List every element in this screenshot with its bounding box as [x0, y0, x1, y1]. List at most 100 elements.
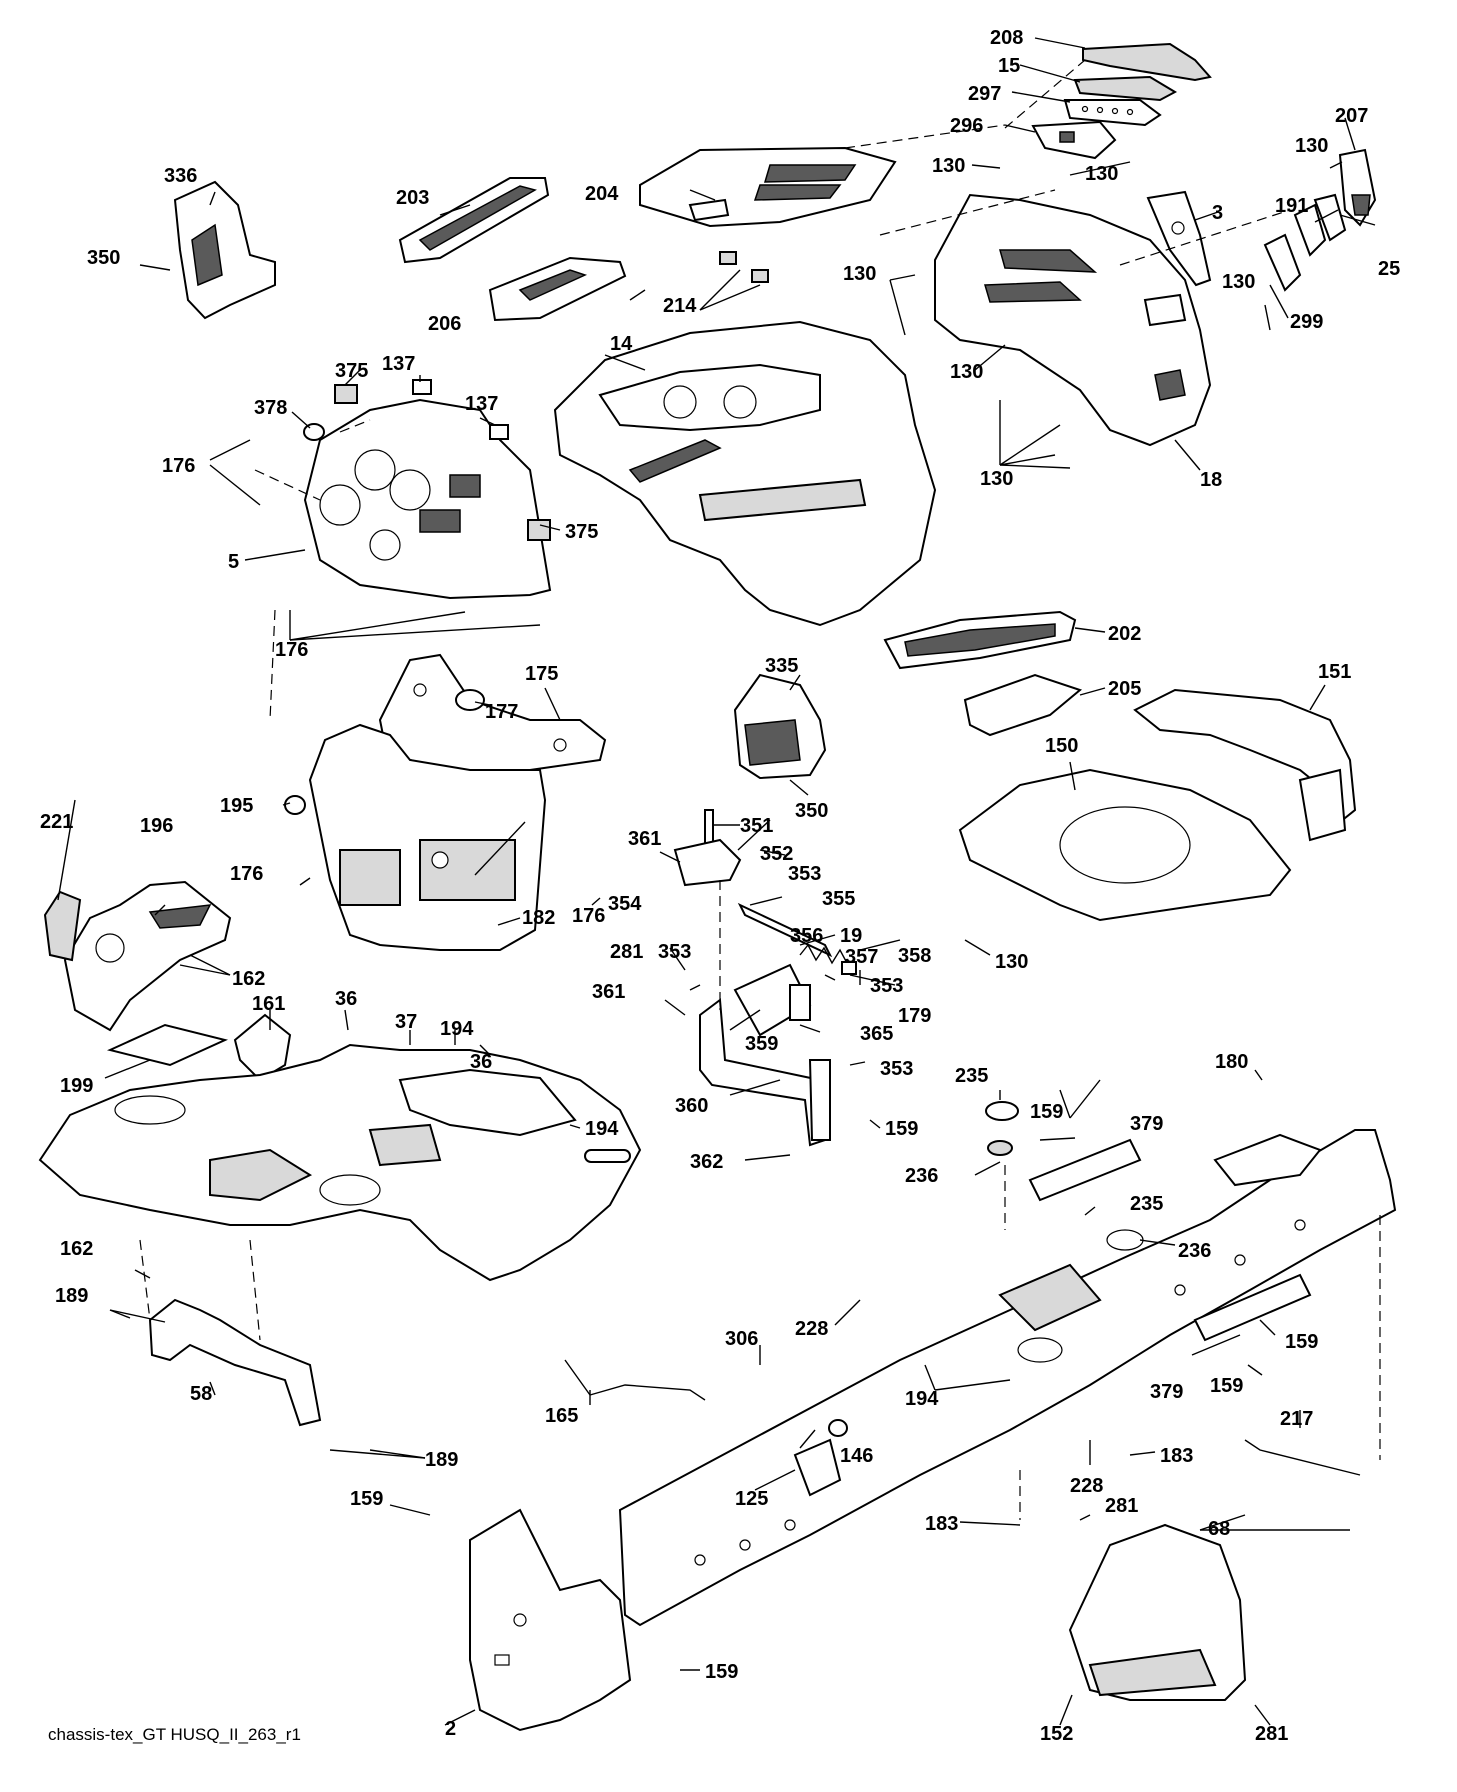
- callout-351: 351: [740, 815, 773, 837]
- callout-375-b: 375: [565, 521, 598, 543]
- callout-202: 202: [1108, 623, 1141, 645]
- callout-207: 207: [1335, 105, 1368, 127]
- callout-354: 354: [608, 893, 642, 915]
- callout-159-f: 159: [705, 1661, 738, 1683]
- callout-14: 14: [610, 333, 633, 355]
- callout-194-a: 194: [440, 1018, 474, 1040]
- part-352-bracket: [673, 838, 742, 887]
- callout-203: 203: [396, 187, 429, 209]
- callout-335: 335: [765, 655, 798, 677]
- part-2-rear-plate: [469, 1508, 632, 1732]
- part-217-rod: [1244, 1439, 1361, 1476]
- callout-159-c: 159: [1285, 1331, 1318, 1353]
- callout-221: 221: [40, 811, 73, 833]
- callout-182: 182: [522, 907, 555, 929]
- callout-130-g: 130: [980, 468, 1013, 490]
- callout-130-b: 130: [1085, 163, 1118, 185]
- part-378-plug: [303, 423, 325, 441]
- callout-205: 205: [1108, 678, 1141, 700]
- callout-159-a: 159: [1030, 1101, 1063, 1123]
- callout-379-b: 379: [1150, 1381, 1183, 1403]
- part-358-block: [841, 961, 857, 975]
- callout-236-b: 236: [1178, 1240, 1211, 1262]
- part-196-fender-console: [63, 880, 232, 1032]
- callout-176-c: 176: [230, 863, 263, 885]
- callout-378: 378: [254, 397, 287, 419]
- callout-199: 199: [60, 1075, 93, 1097]
- callout-353-a: 353: [788, 863, 821, 885]
- part-236-bushing: [987, 1140, 1013, 1156]
- part-191-bracket: [1293, 203, 1327, 257]
- callout-356: 356: [790, 925, 823, 947]
- part-15-lens: [1073, 75, 1178, 102]
- part-203-trim: [398, 177, 550, 264]
- callout-350-b: 350: [795, 800, 828, 822]
- callout-176-a: 176: [162, 455, 195, 477]
- callout-196: 196: [140, 815, 173, 837]
- callout-357: 357: [845, 946, 878, 968]
- callout-162-b: 162: [60, 1238, 93, 1260]
- callout-183-a: 183: [1160, 1445, 1193, 1467]
- part-150-pan: [958, 768, 1292, 922]
- callout-177: 177: [485, 701, 518, 723]
- callout-19: 19: [840, 925, 862, 947]
- callout-152: 152: [1040, 1723, 1073, 1745]
- part-207-bracket: [1338, 148, 1377, 227]
- part-152-seat-bracket: [1068, 1523, 1247, 1701]
- callout-15: 15: [998, 55, 1020, 77]
- part-195-plug: [284, 795, 306, 815]
- part-146-plug: [828, 1419, 848, 1437]
- callout-208: 208: [990, 27, 1023, 49]
- callout-125: 125: [735, 1488, 768, 1510]
- callout-146: 146: [840, 1445, 873, 1467]
- part-214-clips: [719, 251, 769, 283]
- callout-353-b: 353: [658, 941, 691, 963]
- callout-130-e: 130: [843, 263, 876, 285]
- callout-137-b: 137: [465, 393, 498, 415]
- callout-130-f: 130: [950, 361, 983, 383]
- callout-361-a: 361: [628, 828, 661, 850]
- callout-137-a: 137: [382, 353, 415, 375]
- part-25-bracket: [1313, 193, 1347, 242]
- callout-204: 204: [585, 183, 619, 205]
- part-299-bracket: [1263, 233, 1302, 292]
- part-357-spring: [799, 943, 849, 966]
- callout-18: 18: [1200, 469, 1222, 491]
- part-379-bracket-right: [1193, 1273, 1312, 1342]
- callout-235-b: 235: [1130, 1193, 1163, 1215]
- callout-336: 336: [164, 165, 197, 187]
- part-379-bracket-top: [1028, 1138, 1142, 1202]
- part-3-side-vent: [1146, 190, 1212, 287]
- part-296-housing: [1031, 120, 1117, 160]
- callout-183-b: 183: [925, 1513, 958, 1535]
- part-335-side-panel: [733, 673, 827, 780]
- part-360-plate: [699, 998, 831, 1147]
- diagram-reference-code: chassis-tex_GT HUSQ_II_263_r1: [48, 1725, 301, 1744]
- part-137-clip-a: [412, 379, 432, 395]
- callout-362: 362: [690, 1151, 723, 1173]
- callout-180: 180: [1215, 1051, 1248, 1073]
- part-5-dashboard: [303, 398, 552, 600]
- callout-281-b: 281: [1105, 1495, 1138, 1517]
- callout-150: 150: [1045, 735, 1078, 757]
- part-205-trim: [963, 673, 1083, 737]
- callout-176-b: 176: [275, 639, 308, 661]
- callout-355: 355: [822, 888, 855, 910]
- callout-37: 37: [395, 1011, 417, 1033]
- part-375-plug-top: [334, 384, 358, 404]
- callout-228-b: 228: [1070, 1475, 1103, 1497]
- callout-195: 195: [220, 795, 253, 817]
- part-180-frame: [618, 1129, 1397, 1627]
- callout-68: 68: [1208, 1518, 1230, 1540]
- callout-379-a: 379: [1130, 1113, 1163, 1135]
- callout-206: 206: [428, 313, 461, 335]
- callout-175: 175: [525, 663, 558, 685]
- callout-189-a: 189: [55, 1285, 88, 1307]
- part-182-lower-dash: [308, 723, 547, 951]
- callout-361-b: 361: [592, 981, 625, 1003]
- callout-176-d: 176: [572, 905, 605, 927]
- callout-375-a: 375: [335, 360, 368, 382]
- callout-130-a: 130: [932, 155, 965, 177]
- callout-130-h: 130: [995, 951, 1028, 973]
